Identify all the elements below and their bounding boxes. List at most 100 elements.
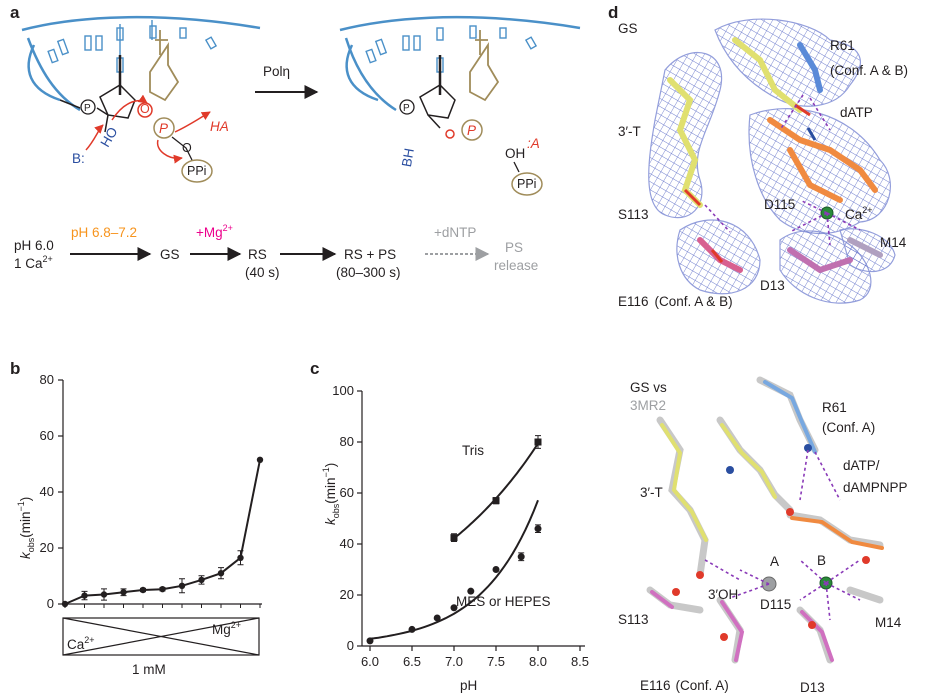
c-mes-point [467, 587, 475, 595]
ps-release: release [494, 258, 538, 273]
p-red-left: P [159, 121, 168, 136]
concentration-gradient-box: Ca2+ Mg2+ 1 mM [62, 617, 260, 677]
panel-c-xlabel: pH [460, 678, 477, 693]
c-x-tick-label: 8.0 [529, 654, 547, 669]
dna-product-right [339, 15, 581, 112]
d115-label-top: D115 [764, 197, 795, 212]
b-data-point [61, 600, 69, 608]
metal-a-label: A [770, 554, 779, 569]
dna-substrate-left [21, 15, 261, 112]
b-y-tick-label: 0 [47, 596, 54, 611]
panel-a: a [10, 3, 581, 280]
c-y-tick-label: 40 [340, 536, 354, 551]
b-y-tick-label: 60 [40, 428, 54, 443]
c-mes-point [366, 637, 374, 645]
b-y-tick-label: 40 [40, 484, 54, 499]
panel-c-ylabel: kobs(min−1) [321, 463, 341, 525]
p-red-right: P [467, 123, 476, 138]
c-mes-point [408, 625, 416, 633]
s113-label-bottom: S113 [618, 612, 649, 627]
ca-ion-label: Ca2+ [845, 205, 873, 222]
oh-label: OH [505, 146, 525, 161]
phosphate-label-left: P [84, 103, 91, 114]
m14-label-bottom: M14 [875, 615, 902, 630]
c-tris-point [450, 534, 458, 542]
c-x-tick-label: 6.5 [403, 654, 421, 669]
r61-label-top: R61 [830, 38, 855, 53]
rs-state: RS [248, 247, 267, 262]
rs-time: (40 s) [245, 265, 280, 280]
c-x-tick-label: 6.0 [361, 654, 379, 669]
b-data-point [237, 554, 244, 561]
c-y-tick-label: 20 [340, 587, 354, 602]
r61-label-bottom: R61 [822, 400, 847, 415]
b-data-point [139, 586, 147, 594]
mes-series-label: MES or HEPES [456, 594, 551, 609]
a-label: :A [527, 136, 540, 151]
c-y-tick-label: 80 [340, 434, 354, 449]
tris-series-label: Tris [462, 443, 484, 458]
metal-b-label: B [817, 553, 826, 568]
c-y-tick-label: 0 [347, 638, 354, 653]
b-y-tick-label: 20 [40, 540, 54, 555]
datp-label-bottom: dATP/ [843, 458, 880, 473]
s113-label-top: S113 [618, 207, 649, 222]
b-data-point [81, 592, 88, 599]
mg-gradient-label: Mg2+ [212, 620, 241, 637]
c-mes-point [433, 614, 441, 622]
dampnpp-label: dAMPNPP [843, 480, 908, 495]
electron-density-structure: GS R61 (Conf. A & B) dATP 3′-T S113 D115… [618, 18, 908, 309]
incoming-nucleotide-left [149, 30, 180, 102]
b-data-point [100, 591, 108, 598]
ppi-label-right: PPi [517, 177, 536, 191]
sugar-right [419, 84, 456, 129]
concentration-label: 1 mM [132, 662, 166, 677]
r61-conf-bottom: (Conf. A) [822, 420, 875, 435]
c-fit-line [369, 499, 539, 640]
phosphate-label-right: P [403, 103, 410, 114]
panel-c-label: c [310, 359, 319, 378]
e116-label-top: E116(Conf. A & B) [618, 294, 733, 309]
b-data-point [198, 576, 205, 584]
b-data-point [217, 570, 225, 577]
c-tris-point [534, 438, 542, 446]
step1-label: pH 6.8–7.2 [71, 225, 137, 240]
gs-structure-label: GS [618, 21, 638, 36]
kinetic-scheme: pH 6.0 1 Ca2+ pH 6.8–7.2 GS +Mg2+ RS (40… [14, 223, 538, 280]
b-data-point [178, 582, 186, 589]
sugar-left [96, 84, 136, 133]
panel-a-label: a [10, 3, 20, 22]
m14-label-top: M14 [880, 235, 907, 250]
b-series-line [64, 459, 261, 605]
c-y-tick-label: 100 [332, 383, 354, 398]
reference-structure-label: 3MR2 [630, 398, 666, 413]
c-y-tick-label: 60 [340, 485, 354, 500]
oh3-label: 3′OH [708, 587, 738, 602]
c-mes-point [450, 604, 458, 612]
rs-ps-state: RS + PS [344, 247, 396, 262]
t3-label-top: 3′-T [618, 124, 641, 139]
overlay-structure: GS vs 3MR2 R61 (Conf. A) dATP/ dAMPNPP 3… [618, 376, 908, 695]
c-mes-point [534, 525, 542, 533]
c-mes-point [517, 553, 525, 561]
gs-state: GS [160, 247, 180, 262]
c-x-tick-label: 7.0 [445, 654, 463, 669]
panel-d: d [608, 3, 908, 695]
o-label-left: O [140, 102, 150, 116]
d115-label-bottom: D115 [760, 597, 791, 612]
t3-label-bottom: 3′-T [640, 485, 663, 500]
ha-label: HA [210, 119, 229, 134]
gs-vs-label: GS vs [630, 380, 667, 395]
start-ca: 1 Ca2+ [14, 254, 53, 271]
added-nucleotide-right [469, 30, 500, 102]
c-x-tick-label: 7.5 [487, 654, 505, 669]
base-label: B: [72, 151, 85, 166]
e116-label-bottom: E116(Conf. A) [640, 678, 729, 693]
datp-label-top: dATP [840, 105, 873, 120]
d13-label-bottom: D13 [800, 680, 825, 695]
ppi-label-left: PPi [187, 164, 206, 178]
